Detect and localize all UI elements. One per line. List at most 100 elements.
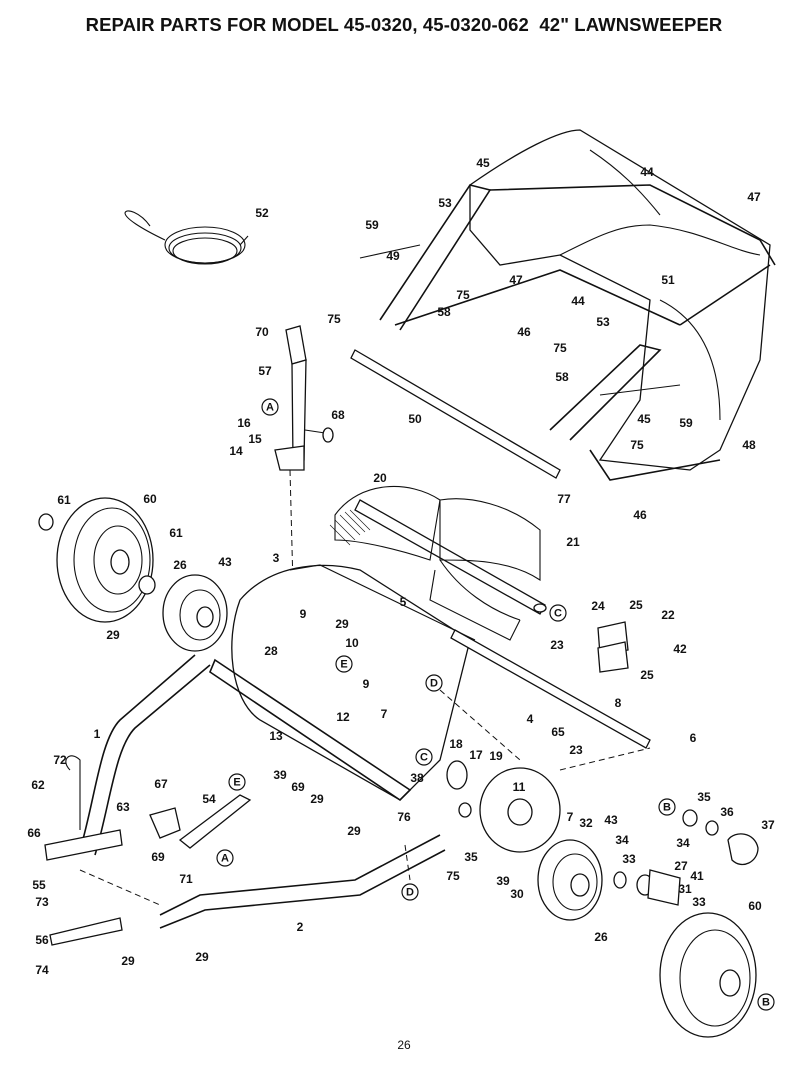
part-callout-58: 58 bbox=[437, 305, 451, 319]
sweeper-body bbox=[209, 564, 651, 802]
part-callout-47: 47 bbox=[509, 273, 523, 287]
part-callout-14: 14 bbox=[229, 444, 243, 458]
part-callout-19: 19 bbox=[489, 749, 503, 763]
part-callout-25: 25 bbox=[640, 668, 654, 682]
part-callout-26: 26 bbox=[594, 930, 608, 944]
part-callout-13: 13 bbox=[269, 729, 283, 743]
guide-lines bbox=[79, 689, 651, 906]
reference-circle bbox=[415, 748, 433, 766]
reference-letter-d: D bbox=[401, 883, 419, 901]
part-callout-73: 73 bbox=[35, 895, 49, 909]
part-callout-66: 66 bbox=[27, 826, 41, 840]
part-callout-37: 37 bbox=[761, 818, 775, 832]
gear-hub-parts bbox=[446, 760, 759, 906]
part-callout-51: 51 bbox=[661, 273, 675, 287]
part-callout-58: 58 bbox=[555, 370, 569, 384]
reference-letter-text: D bbox=[430, 677, 438, 689]
part-callout-75: 75 bbox=[630, 438, 644, 452]
reference-letter-text: A bbox=[221, 852, 229, 864]
reference-letter-b: B bbox=[757, 993, 775, 1011]
reference-letter-e: E bbox=[228, 773, 246, 791]
part-callout-30: 30 bbox=[510, 887, 524, 901]
reference-letter-text: C bbox=[420, 751, 428, 763]
part-callout-21: 21 bbox=[566, 535, 580, 549]
reference-letter-e: E bbox=[335, 655, 353, 673]
part-callout-7: 7 bbox=[567, 810, 574, 824]
reference-letter-text: E bbox=[340, 658, 347, 670]
reference-circle bbox=[261, 398, 279, 416]
part-callout-45: 45 bbox=[476, 156, 490, 170]
part-callout-7: 7 bbox=[381, 707, 388, 721]
part-callout-8: 8 bbox=[615, 696, 622, 710]
part-callout-1: 1 bbox=[94, 727, 101, 741]
part-callout-23: 23 bbox=[569, 743, 583, 757]
part-callout-63: 63 bbox=[116, 800, 130, 814]
part-callout-35: 35 bbox=[697, 790, 711, 804]
tow-bar bbox=[44, 654, 446, 946]
part-callout-6: 6 bbox=[690, 731, 697, 745]
handle-post bbox=[274, 325, 334, 741]
lever-arm bbox=[149, 794, 252, 849]
part-callout-29: 29 bbox=[195, 950, 209, 964]
part-callout-36: 36 bbox=[720, 805, 734, 819]
part-callout-29: 29 bbox=[106, 628, 120, 642]
part-callout-23: 23 bbox=[550, 638, 564, 652]
part-callout-69: 69 bbox=[151, 850, 165, 864]
reference-letter-text: A bbox=[266, 401, 274, 413]
part-callout-22: 22 bbox=[661, 608, 675, 622]
part-callout-32: 32 bbox=[579, 816, 593, 830]
reference-circle bbox=[658, 798, 676, 816]
part-callout-2: 2 bbox=[297, 920, 304, 934]
part-callout-69: 69 bbox=[291, 780, 305, 794]
reference-letter-b: B bbox=[658, 798, 676, 816]
part-callout-42: 42 bbox=[673, 642, 687, 656]
part-callout-62: 62 bbox=[31, 778, 45, 792]
reference-circle bbox=[401, 883, 419, 901]
part-callout-44: 44 bbox=[640, 165, 654, 179]
reference-circle bbox=[425, 674, 443, 692]
part-callout-29: 29 bbox=[335, 617, 349, 631]
reference-letter-markers: A A B B C C D D E E bbox=[216, 398, 775, 1011]
part-callout-72: 72 bbox=[53, 753, 67, 767]
part-callout-65: 65 bbox=[551, 725, 565, 739]
reference-circle bbox=[757, 993, 775, 1011]
part-callout-15: 15 bbox=[248, 432, 262, 446]
right-wheel bbox=[659, 912, 757, 1038]
part-callout-60: 60 bbox=[143, 492, 157, 506]
part-callout-49: 49 bbox=[386, 249, 400, 263]
part-callout-33: 33 bbox=[622, 852, 636, 866]
part-callout-52: 52 bbox=[255, 206, 269, 220]
part-callout-35: 35 bbox=[464, 850, 478, 864]
part-callout-53: 53 bbox=[596, 315, 610, 329]
reference-letter-c: C bbox=[549, 604, 567, 622]
part-callout-67: 67 bbox=[154, 777, 168, 791]
right-drive-hub bbox=[537, 839, 603, 921]
part-callout-28: 28 bbox=[264, 644, 278, 658]
part-callout-38: 38 bbox=[410, 771, 424, 785]
reference-letter-c: C bbox=[415, 748, 433, 766]
part-callout-75: 75 bbox=[553, 341, 567, 355]
reference-letter-a: A bbox=[261, 398, 279, 416]
part-callout-71: 71 bbox=[179, 872, 193, 886]
hitch-cable bbox=[124, 210, 249, 265]
part-callout-57: 57 bbox=[258, 364, 272, 378]
part-callout-48: 48 bbox=[742, 438, 756, 452]
part-callout-47: 47 bbox=[747, 190, 761, 204]
part-callout-61: 61 bbox=[57, 493, 71, 507]
part-callout-39: 39 bbox=[273, 768, 287, 782]
hopper-frame bbox=[359, 184, 776, 481]
reference-circle bbox=[228, 773, 246, 791]
reference-letter-text: E bbox=[233, 776, 240, 788]
part-callout-31: 31 bbox=[678, 882, 692, 896]
part-callout-27: 27 bbox=[674, 859, 688, 873]
part-callout-50: 50 bbox=[408, 412, 422, 426]
part-callout-55: 55 bbox=[32, 878, 46, 892]
reference-letter-text: B bbox=[762, 996, 770, 1008]
reference-letter-text: C bbox=[554, 607, 562, 619]
part-callout-43: 43 bbox=[604, 813, 618, 827]
part-callout-59: 59 bbox=[679, 416, 693, 430]
hopper-bag bbox=[469, 129, 771, 471]
part-callout-68: 68 bbox=[331, 408, 345, 422]
